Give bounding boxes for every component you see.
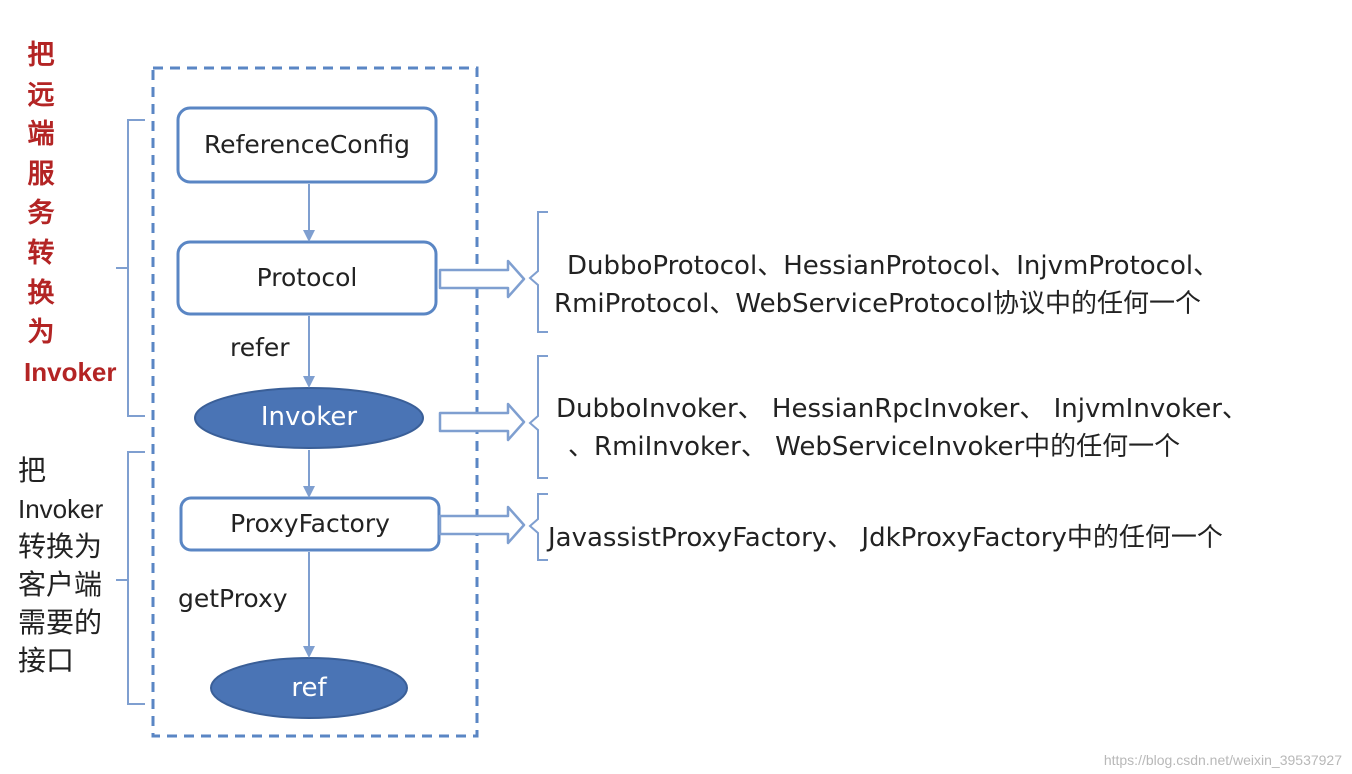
proxy-impls-line1: JavassistProxyFactory、 JdkProxyFactory中的… [548, 523, 1223, 553]
ref-node [210, 657, 408, 719]
convert-invoker-label: 把 Invoker 转换为 客户端 需要的 接口 [18, 452, 128, 680]
ref-label: ref [291, 673, 327, 703]
get-proxy-label: getProxy [178, 584, 288, 613]
black-line: 需要的 [18, 606, 103, 639]
brace-invoker-impls [528, 355, 548, 479]
red-char: 为 [27, 317, 55, 349]
black-line: 接口 [18, 644, 75, 677]
protocol-impls-line1: DubboProtocol、HessianProtocol、InjvmProto… [567, 251, 1220, 281]
red-invoker-word: Invoker [24, 356, 117, 387]
hollow-arrow-invoker [438, 402, 526, 442]
convert-remote-service-label: 把 远 端 服 务 转 换 为 Invoker [24, 36, 134, 392]
protocol-label: Protocol [256, 263, 358, 292]
black-line: 把 [18, 454, 47, 487]
reference-config-label: ReferenceConfig [203, 130, 411, 159]
brace-top [116, 119, 145, 417]
brace-proxy-impls [528, 493, 548, 561]
hollow-arrow-proxyfactory [438, 505, 526, 545]
red-char: 换 [27, 277, 55, 309]
reference-config-box [176, 106, 438, 184]
red-char: 服 [27, 158, 55, 190]
hollow-arrow-protocol [438, 259, 526, 299]
black-invoker-word: Invoker [18, 494, 104, 524]
red-char: 远 [27, 79, 55, 111]
brace-protocol-impls [528, 211, 548, 333]
invoker-impls-line2: 、RmiInvoker、 WebServiceInvoker中的任何一个 [568, 432, 1181, 462]
invoker-impls-line1: DubboInvoker、 HessianRpcInvoker、 InjvmIn… [556, 394, 1248, 424]
protocol-box [176, 240, 438, 316]
black-line: 转换为 [18, 530, 103, 563]
red-char: 务 [27, 198, 55, 230]
red-char: 端 [27, 119, 55, 151]
red-char: 把 [27, 40, 55, 71]
invoker-node [194, 387, 424, 449]
red-char: 转 [27, 237, 55, 269]
brace-bottom [116, 451, 145, 705]
watermark: https://blog.csdn.net/weixin_39537927 [1103, 752, 1342, 768]
refer-label: refer [230, 333, 290, 362]
proxy-factory-label: ProxyFactory [230, 509, 390, 538]
black-line: 客户端 [18, 568, 103, 601]
protocol-impls-line2: RmiProtocol、WebServiceProtocol协议中的任何一个 [554, 289, 1201, 319]
invoker-label: Invoker [260, 402, 358, 432]
dashed-container [151, 66, 479, 738]
